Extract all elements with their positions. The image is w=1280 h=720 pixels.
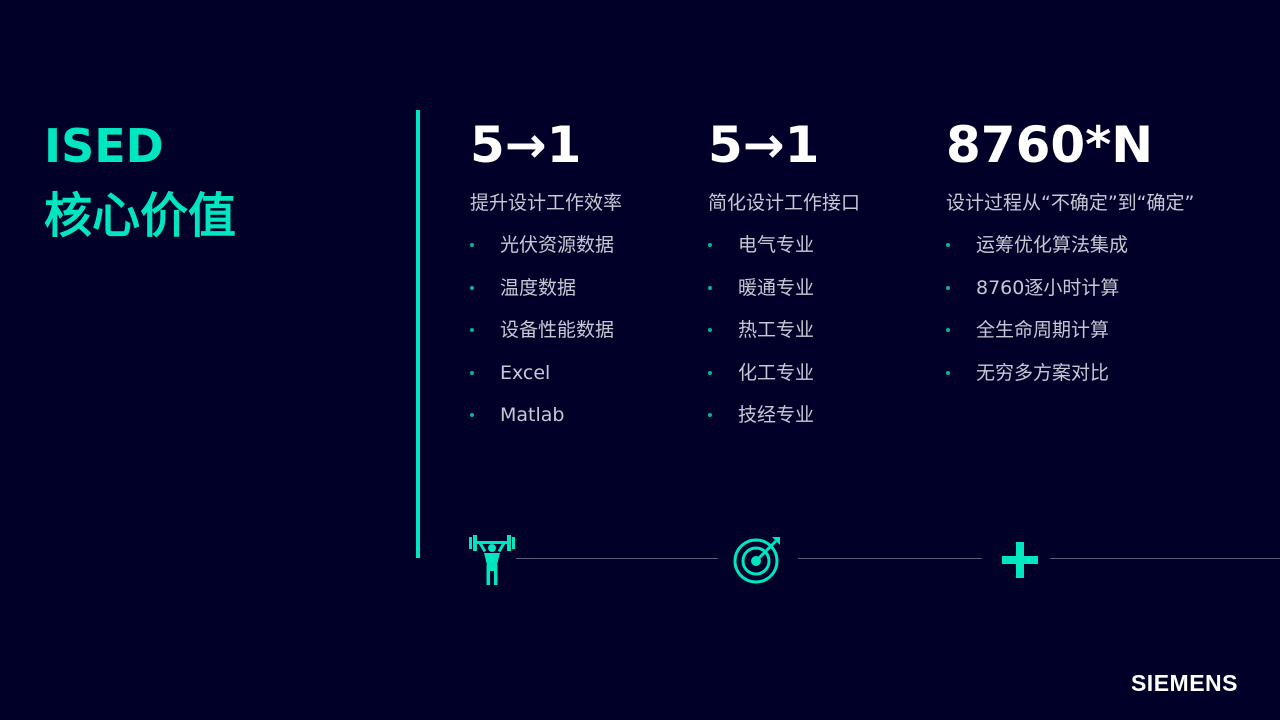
list-item-text: 热工专业 xyxy=(738,319,815,341)
weightlifter-icon xyxy=(469,535,515,585)
list-item: 技经专业 xyxy=(708,394,860,437)
list-item: 8760逐小时计算 xyxy=(946,267,1194,310)
list-item: 运筹优化算法集成 xyxy=(946,224,1194,267)
list-item: 暖通专业 xyxy=(708,267,860,310)
siemens-logo: SIEMENS xyxy=(1130,670,1238,696)
list-item-text: 电气专业 xyxy=(738,234,815,256)
list-item: 设备性能数据 xyxy=(470,309,622,352)
value-column-efficiency: 5→1 提升设计工作效率 光伏资源数据 温度数据 设备性能数据 Excel Ma… xyxy=(470,112,622,437)
bullet-list: 电气专业 暖通专业 热工专业 化工专业 技经专业 xyxy=(708,224,860,437)
list-item: 光伏资源数据 xyxy=(470,224,622,267)
list-item-text: 无穷多方案对比 xyxy=(976,361,1110,384)
column-subtitle: 简化设计工作接口 xyxy=(708,192,861,214)
column-subtitle: 提升设计工作效率 xyxy=(470,192,623,214)
list-item: 热工专业 xyxy=(708,309,860,352)
bullet-dot xyxy=(470,370,474,375)
value-column-interface: 5→1 简化设计工作接口 电气专业 暖通专业 热工专业 化工专业 技经专业 xyxy=(708,112,860,437)
title-core-value: 核心价值 xyxy=(44,188,237,244)
column-headline: 8760*N xyxy=(946,116,1154,174)
timeline-segment xyxy=(798,558,982,559)
plus-icon xyxy=(1002,542,1038,578)
list-item-text: 暖通专业 xyxy=(738,276,815,299)
bullet-dot xyxy=(470,243,474,247)
list-item-text: 全生命周期计算 xyxy=(976,319,1110,341)
value-column-certainty: 8760*N 设计过程从“不确定”到“确定” 运筹优化算法集成 8760逐小时计… xyxy=(946,112,1194,394)
column-headline: 5→1 xyxy=(470,116,582,174)
bullet-dot xyxy=(708,413,712,417)
column-headline: 5→1 xyxy=(708,116,820,174)
list-item-text: Excel xyxy=(500,361,551,384)
bullet-dot xyxy=(946,328,950,332)
list-item-text: 化工专业 xyxy=(738,361,815,384)
bullet-dot xyxy=(470,328,474,332)
bullet-dot xyxy=(470,285,474,290)
accent-divider xyxy=(416,110,420,558)
bullet-dot xyxy=(946,370,950,375)
list-item-text: 8760逐小时计算 xyxy=(976,276,1120,299)
list-item-text: 技经专业 xyxy=(738,404,815,426)
list-item: 温度数据 xyxy=(470,267,622,310)
list-item-text: 温度数据 xyxy=(500,276,577,299)
list-item-text: Matlab xyxy=(500,404,565,426)
bullet-dot xyxy=(708,285,712,290)
bullet-dot xyxy=(946,285,950,290)
column-subtitle: 设计过程从“不确定”到“确定” xyxy=(946,192,1195,214)
target-icon xyxy=(733,537,780,584)
timeline-segment xyxy=(1050,558,1280,559)
timeline-segment xyxy=(516,558,718,559)
list-item: 电气专业 xyxy=(708,224,860,267)
title-ised: ISED xyxy=(44,119,164,173)
list-item-text: 光伏资源数据 xyxy=(500,234,615,256)
list-item: 全生命周期计算 xyxy=(946,309,1194,352)
list-item-text: 设备性能数据 xyxy=(500,319,615,341)
bullet-dot xyxy=(708,370,712,375)
bullet-list: 运筹优化算法集成 8760逐小时计算 全生命周期计算 无穷多方案对比 xyxy=(946,224,1194,394)
bullet-dot xyxy=(708,243,712,247)
bullet-dot xyxy=(470,413,474,417)
bullet-dot xyxy=(946,243,950,247)
list-item: Matlab xyxy=(470,394,622,437)
list-item: 无穷多方案对比 xyxy=(946,352,1194,395)
bullet-dot xyxy=(708,328,712,332)
list-item-text: 运筹优化算法集成 xyxy=(976,234,1129,256)
bullet-list: 光伏资源数据 温度数据 设备性能数据 Excel Matlab xyxy=(470,224,622,437)
list-item: Excel xyxy=(470,352,622,395)
list-item: 化工专业 xyxy=(708,352,860,395)
